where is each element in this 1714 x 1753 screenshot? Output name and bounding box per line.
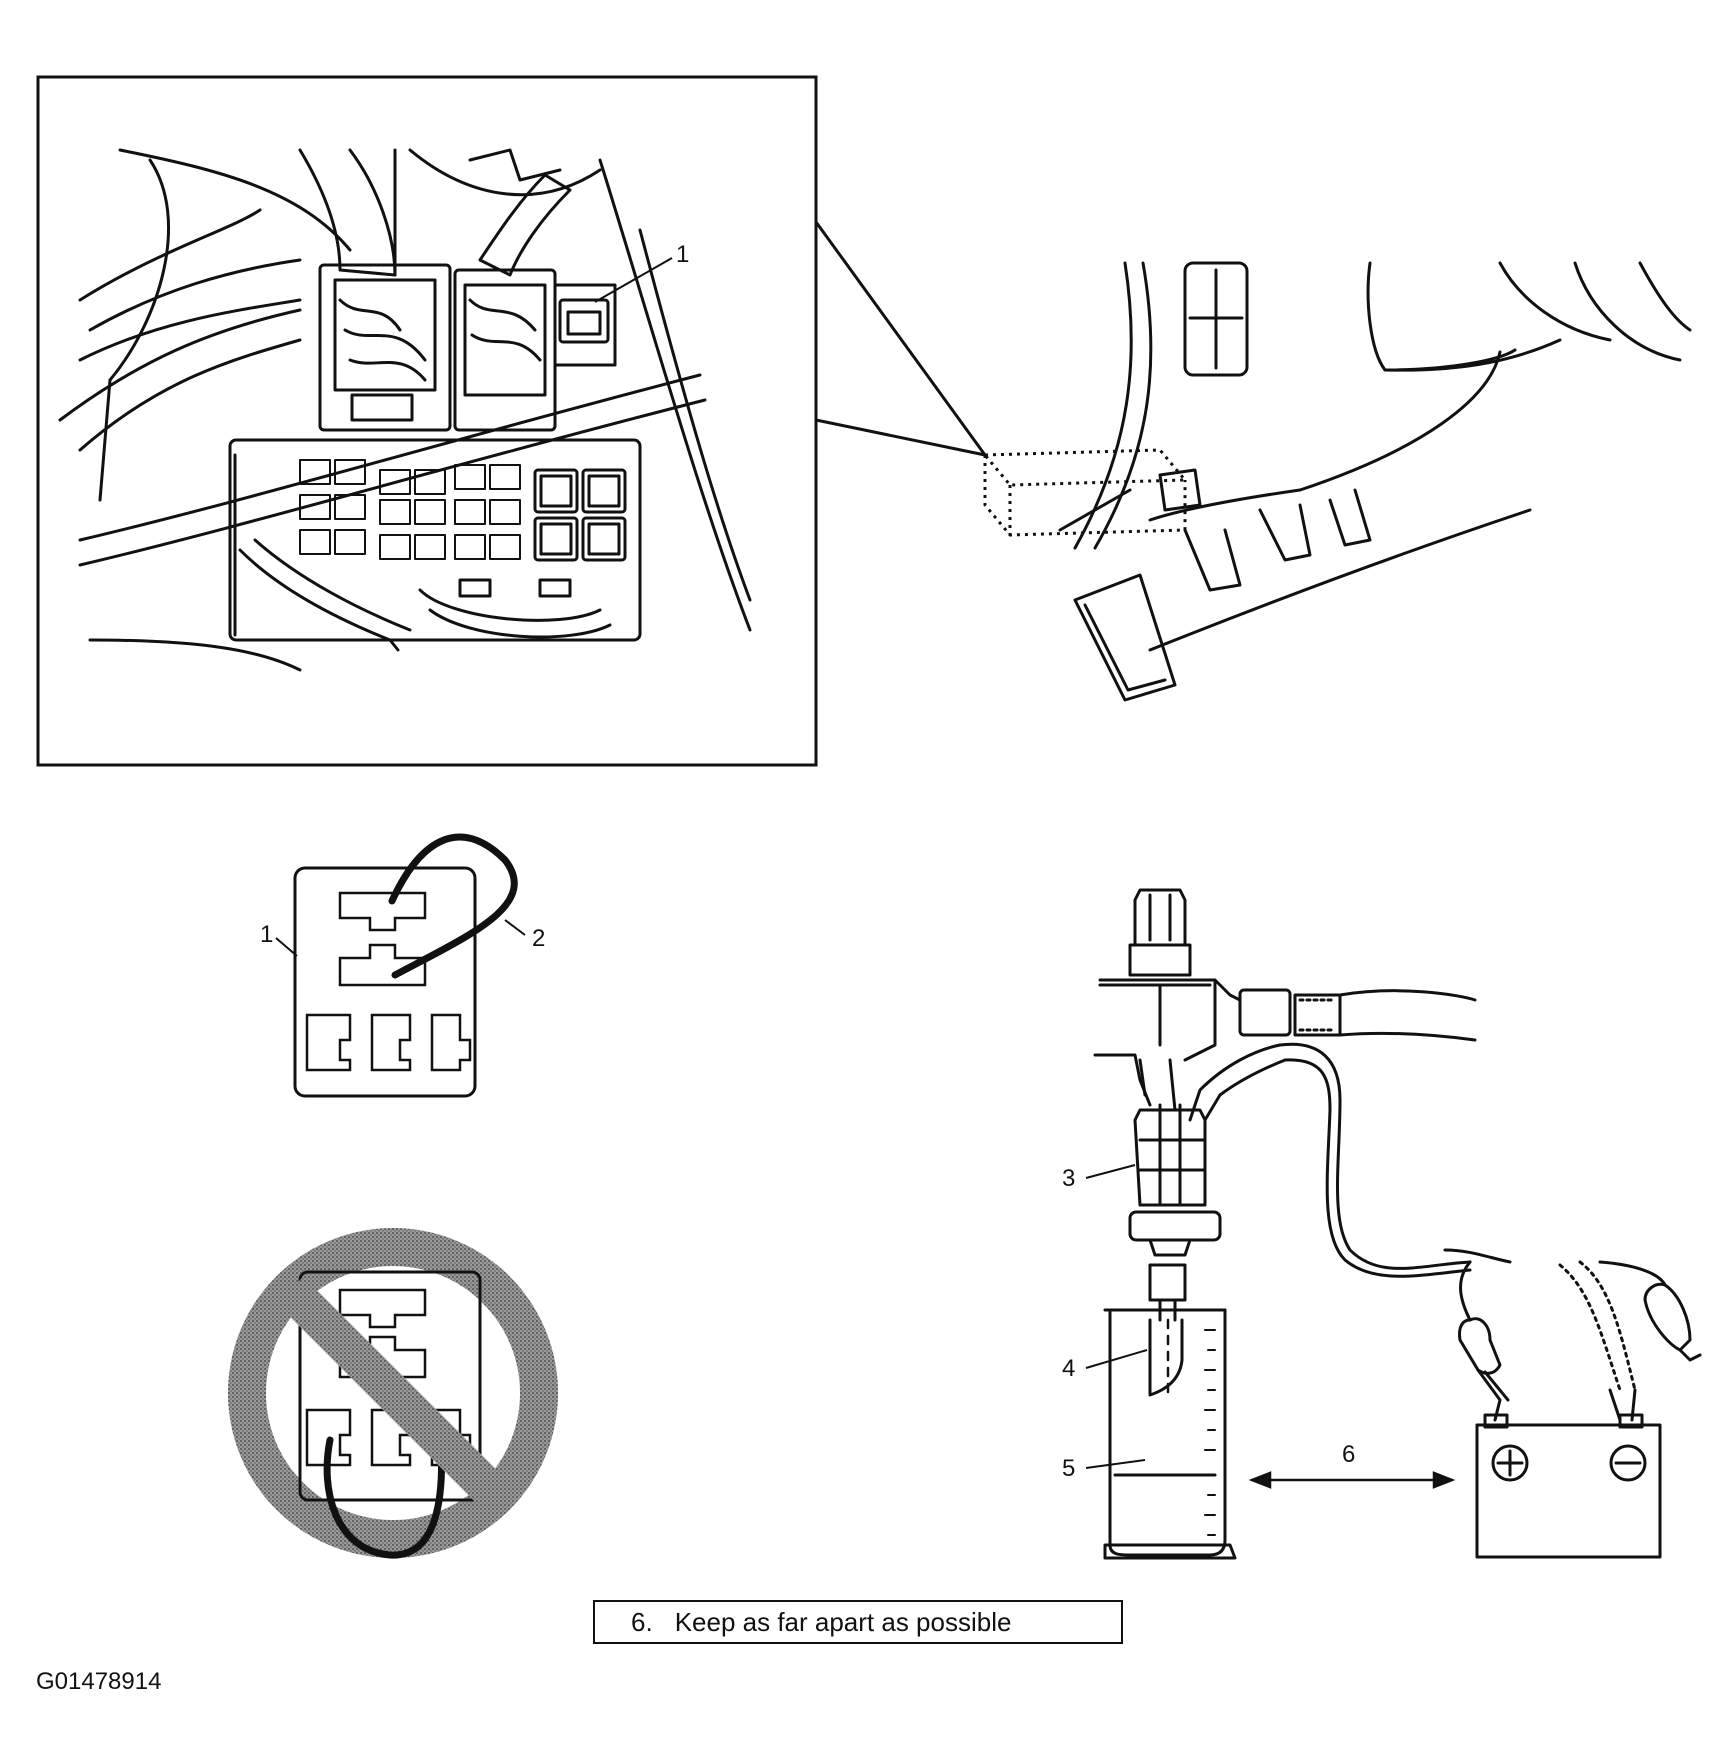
callout-1-relay: 1 bbox=[260, 921, 273, 948]
relay-jumper-prohibited bbox=[228, 1228, 558, 1559]
callout-1-inset: 1 bbox=[676, 241, 689, 268]
legend-number: 6. bbox=[631, 1606, 653, 1637]
jumper-wire bbox=[388, 833, 518, 979]
injector-test-rig bbox=[1093, 888, 1702, 1560]
legend-box: 6. Keep as far apart as possible bbox=[593, 1600, 1123, 1644]
wrong-jumper-wire bbox=[323, 1426, 445, 1559]
callout-6: 6 bbox=[1342, 1441, 1355, 1468]
distance-arrow bbox=[1248, 1471, 1456, 1489]
relay-box-location-marker bbox=[981, 448, 1189, 537]
prohibition-slash bbox=[276, 1276, 510, 1510]
legend-text: Keep as far apart as possible bbox=[674, 1606, 1012, 1637]
dashboard-pedal-area bbox=[1058, 261, 1692, 702]
callout-2-jumper: 2 bbox=[532, 925, 545, 952]
inset-leader-lines bbox=[814, 221, 987, 457]
relay-box-inset: 1 bbox=[36, 75, 818, 767]
rig-callouts bbox=[1085, 1164, 1148, 1469]
figure-id: G01478914 bbox=[36, 1668, 162, 1695]
relay-jumper-correct: 1 2 bbox=[260, 833, 545, 1098]
callout-4: 4 bbox=[1062, 1355, 1075, 1382]
callout-5: 5 bbox=[1062, 1455, 1075, 1482]
callout-3: 3 bbox=[1062, 1165, 1075, 1192]
